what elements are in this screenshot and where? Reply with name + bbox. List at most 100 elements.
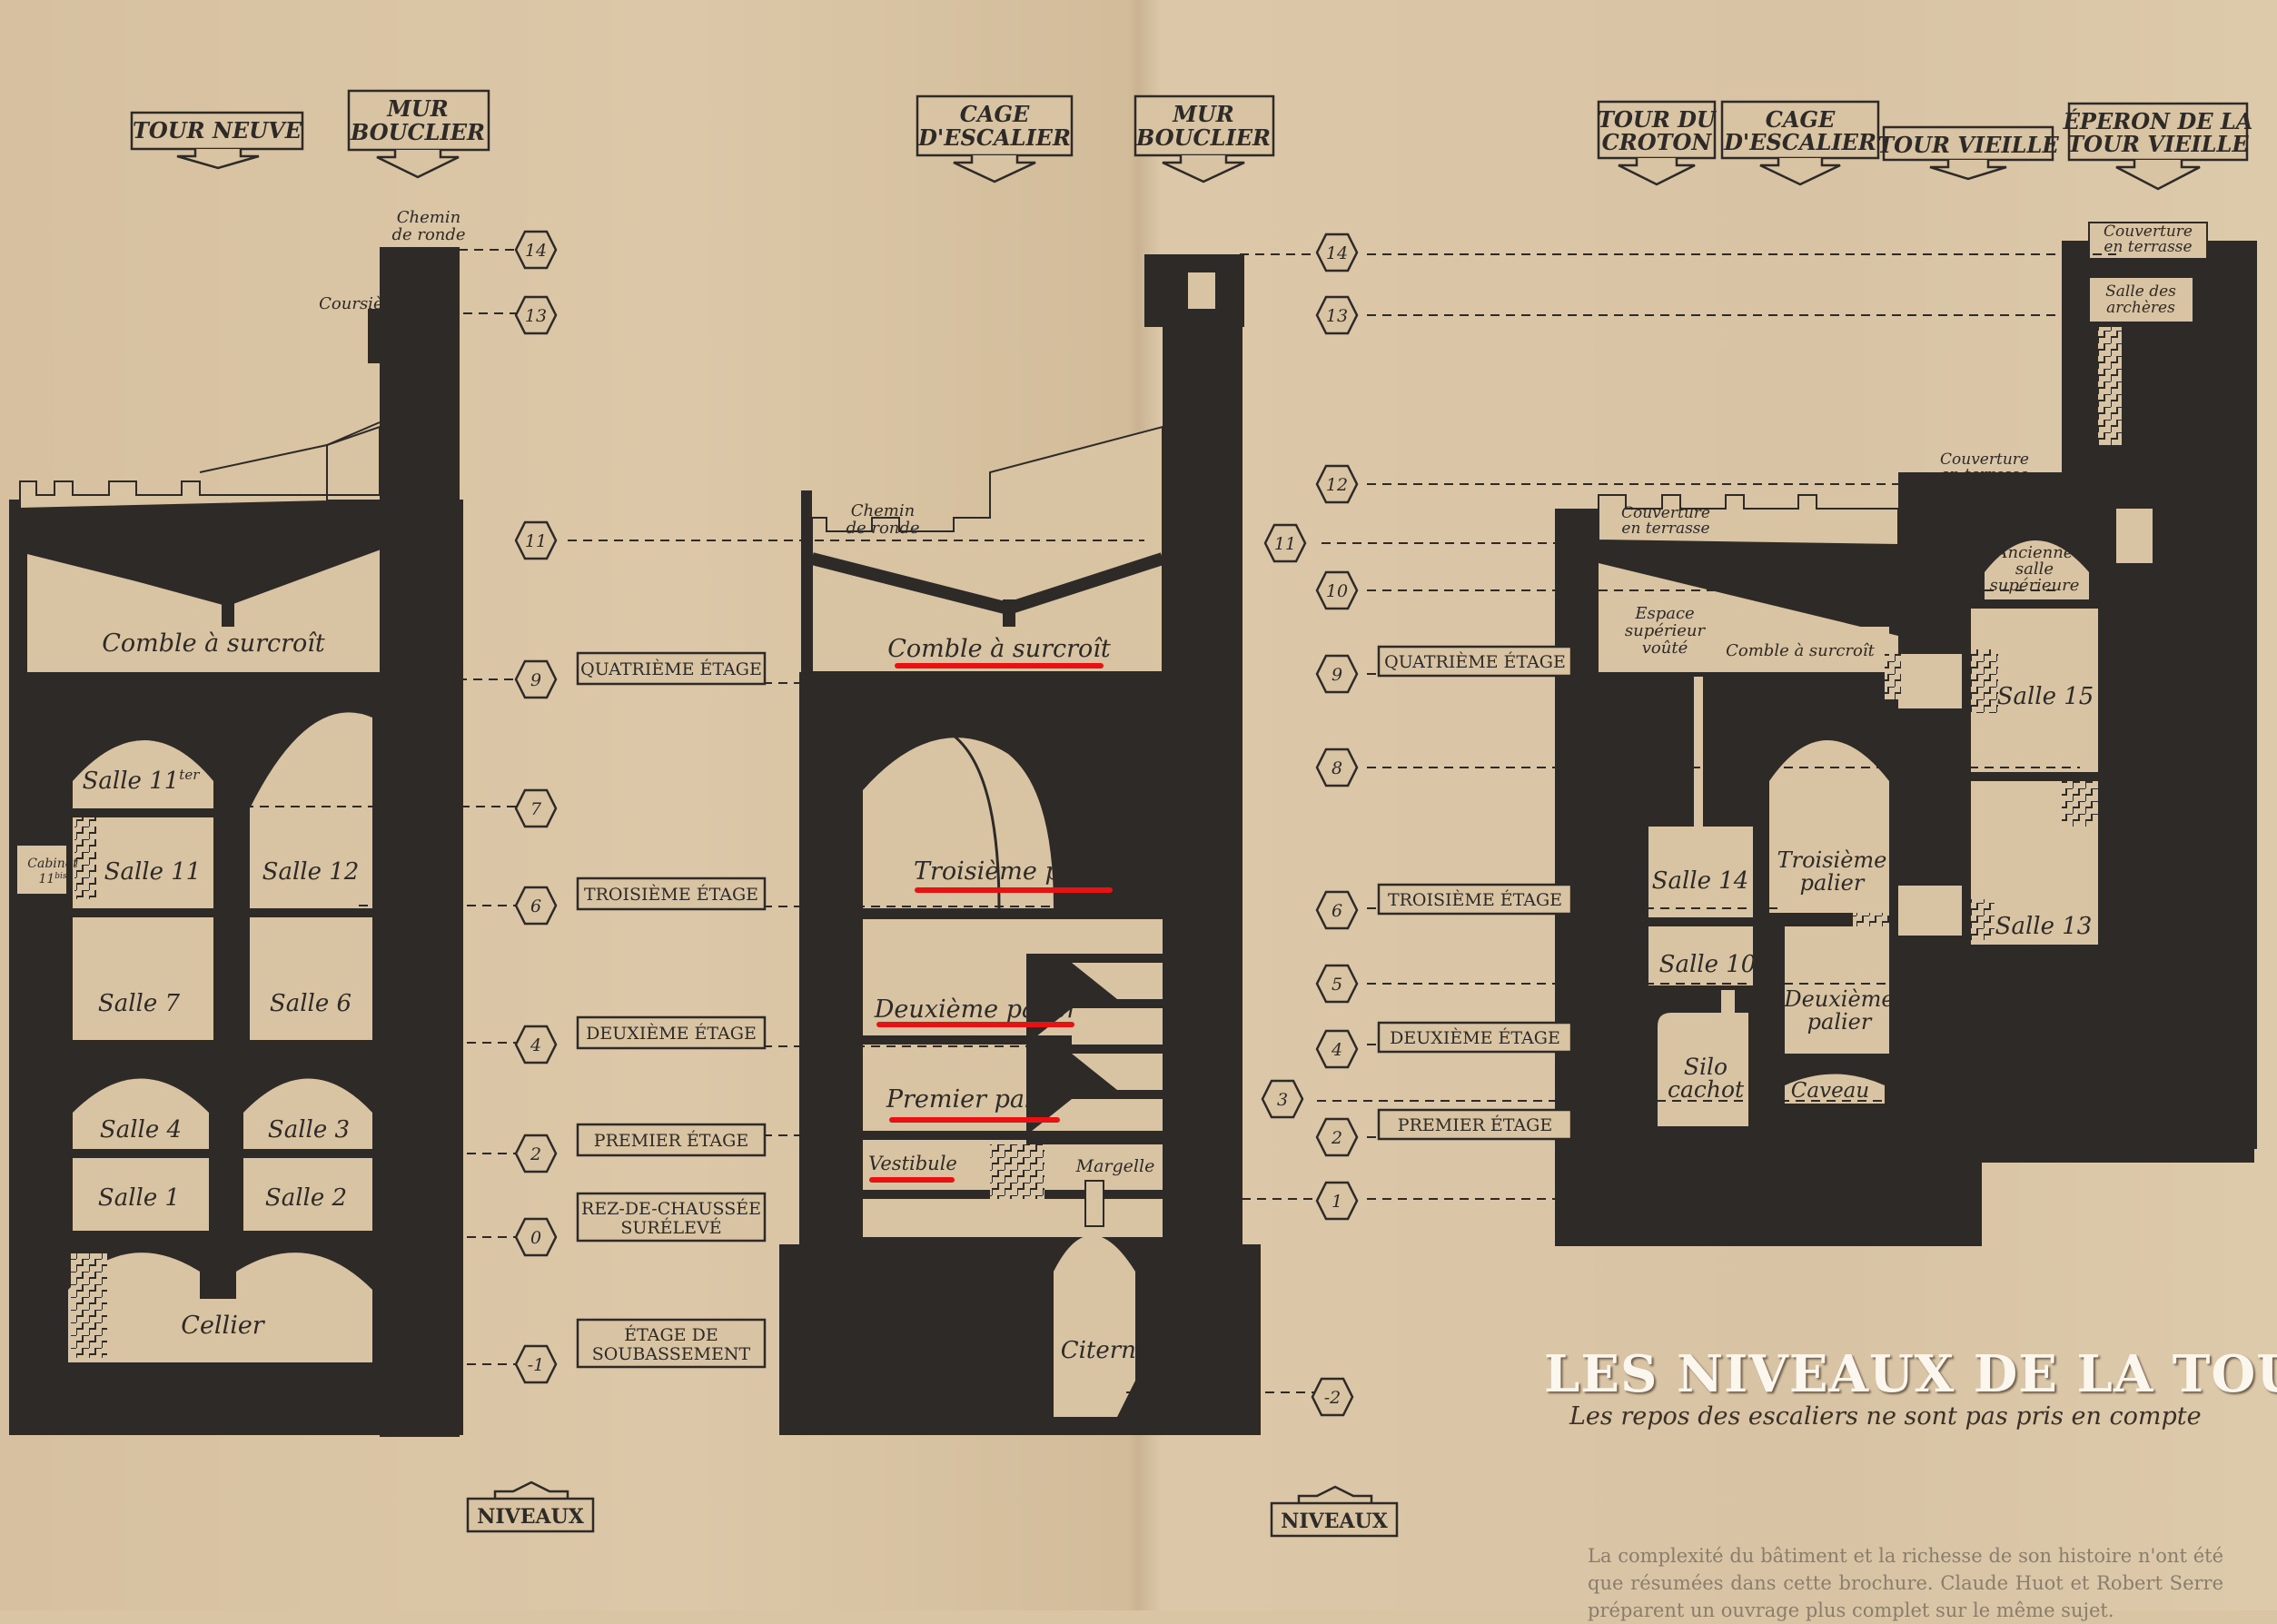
couverture-top-l1: Couverture [2104,223,2193,241]
niveaux-box-left [466,1497,595,1533]
troisieme-palier-label: Troisième palier [914,857,1119,886]
right-section [1555,222,2257,1246]
salle-archeres-l1: Salle des [2105,282,2176,301]
level-badge: 12 [1315,464,1359,504]
cage-parapet [811,425,1163,673]
mur-bouclier-1-box [347,89,490,152]
salle-2-room [243,1158,372,1231]
right-deuxieme-palier-l2: palier [1807,1009,1873,1035]
cage-escalier-1-label-l2: D'ESCALIER [917,124,1071,151]
couverture-mid-l1: Couverture [1940,451,2029,469]
cellier-label: Cellier [181,1312,266,1340]
croton-comble-room [1717,627,1889,672]
salle-11-label: Salle 11 [104,858,202,886]
floor-label-quatrieme: QUATRIÈME ÉTAGE [580,659,762,679]
header-labels: TOUR NEUVE MUR BOUCLIER CAGE D'ESCALIER … [130,89,2252,191]
right-labels: Couverture en terrasse Salle des archère… [1621,223,2193,1103]
silo-cachot-room [1658,990,1748,1126]
couverture-croton-l2: en terrasse [1621,520,1709,538]
floor-label-premier-right: PREMIER ÉTAGE [1398,1114,1552,1135]
vestibule-label: Vestibule [868,1153,957,1174]
mur-bouclier-1-label-l2: BOUCLIER [350,119,485,145]
couverture-top-box [2088,222,2208,260]
floor-label-rdc-l1: REZ-DE-CHAUSSÉE [581,1198,761,1219]
level-badge: 14 [514,230,558,270]
cabinet-label-l2: 11bis [38,872,66,886]
level-badge: 4 [1315,1029,1359,1069]
comble-label-left: Comble à surcroît [102,629,325,658]
cage-escalier-1-label-l1: CAGE [960,101,1030,127]
couverture-top-l2: en terrasse [2104,238,2192,256]
salle-13-label: Salle 13 [1995,913,2093,940]
niveaux-markers: NIVEAUX NIVEAUX [466,1480,1399,1538]
cage-escalier-2-box [1720,100,1880,160]
right-deuxieme-palier-l1: Deuxième [1783,986,1894,1012]
caveau-label: Caveau [1791,1079,1869,1103]
cage-escalier-2-label-l1: CAGE [1766,106,1836,133]
salle-1-room [73,1158,209,1231]
tour-du-croton-label-l2: CROTON [1602,129,1713,155]
cabinet-room [15,844,68,896]
cage-comble-label: Comble à surcroît [887,635,1111,663]
silo-cachot-l1: Silo [1684,1054,1728,1080]
svg-text:13: 13 [525,306,547,326]
tour-neuve-comble [27,550,380,672]
level-badges-right: 14 13 12 11 10 9 8 6 5 4 3 2 1 -2 [1261,233,1359,1417]
svg-text:6: 6 [530,896,541,916]
svg-text:14: 14 [525,241,547,261]
svg-text:4: 4 [1331,1040,1342,1060]
floor-box-troisieme-right [1377,883,1573,916]
salle-14-label: Salle 14 [1652,867,1749,895]
highlight-underlines [869,663,1113,1183]
floor-label-soubassement-l2: SOUBASSEMENT [592,1344,751,1364]
espace-voute-l3: voûté [1642,639,1688,658]
tour-du-croton-box [1597,100,1717,160]
eperon-label-l2: TOUR VIEILLE [2067,131,2249,157]
svg-text:2: 2 [1331,1128,1342,1148]
svg-text:11: 11 [525,531,547,551]
right-troisieme-palier-l1: Troisième [1777,847,1887,873]
page-subtitle: Les repos des escaliers ne sont pas pris… [1569,1402,2202,1431]
floor-label-quatrieme-right: QUATRIÈME ÉTAGE [1384,651,1566,672]
salle-4-room [73,1078,209,1149]
cage-chemin-ronde-l1: Chemin [851,501,915,520]
couverture-croton-l1: Couverture [1621,504,1710,522]
mur-bouclier-tall-wall [1163,254,1242,1435]
salle-15-stairs [1971,649,1998,713]
cage-section [779,254,1261,1435]
floor-box-deuxieme [576,1015,767,1050]
floor-box-premier [576,1123,767,1157]
floor-box-soubassement [576,1318,767,1369]
couverture-mid-l2: en terrasse [1940,466,2028,484]
troisieme-palier-room [863,738,1054,908]
salle-6-label: Salle 6 [270,990,351,1017]
croton-parapet [1598,494,1899,547]
right-base [1555,1154,1982,1246]
caveau-room [1785,1074,1885,1104]
coursiere-label: Coursière [319,294,401,313]
mur-bouclier-1-label-l1: MUR [386,95,448,122]
vestibule-stairs [990,1144,1044,1199]
floor-box-quatrieme-right [1377,645,1573,678]
salle-13-stairs [1971,899,1995,940]
svg-text:-1: -1 [528,1355,545,1375]
floor-label-deuxieme-right: DEUXIÈME ÉTAGE [1390,1027,1560,1048]
level-badge: 9 [1315,654,1359,694]
floor-label-deuxieme: DEUXIÈME ÉTAGE [586,1023,757,1044]
ancienne-salle-l1: Ancienne [1995,543,2074,562]
ancienne-salle-room [1985,540,2089,599]
floor-label-troisieme: TROISIÈME ÉTAGE [584,884,758,905]
level-badge: 0 [514,1217,558,1257]
svg-text:6: 6 [1332,901,1342,921]
espace-voute-l2: supérieur [1625,621,1707,640]
svg-text:8: 8 [1332,758,1342,778]
svg-text:9: 9 [530,670,541,690]
svg-text:0: 0 [530,1228,541,1248]
floor-box-deuxieme-right [1377,1021,1573,1054]
tour-vieille-label: TOUR VIEILLE [1877,132,2059,158]
svg-text:10: 10 [1326,581,1348,601]
niveaux-box-right [1270,1501,1399,1538]
level-badge: 11 [514,520,558,560]
svg-text:14: 14 [1326,243,1348,263]
margelle-label: Margelle [1075,1156,1155,1176]
